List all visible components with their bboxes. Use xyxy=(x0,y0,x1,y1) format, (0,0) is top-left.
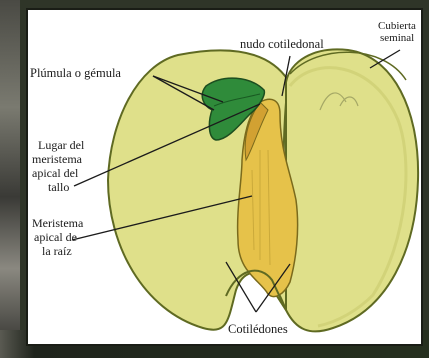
label-nudo-cotiledonal: nudo cotiledonal xyxy=(240,37,324,51)
label-meristema-1: Meristema xyxy=(32,216,84,230)
seed-diagram: Plúmula o gémula nudo cotiledonal Cubier… xyxy=(28,10,425,348)
label-meristema-3: la raíz xyxy=(42,244,72,258)
label-plumula: Plúmula o gémula xyxy=(30,66,121,80)
seed-diagram-panel: Plúmula o gémula nudo cotiledonal Cubier… xyxy=(26,8,423,346)
label-lugar-1: Lugar del xyxy=(38,138,85,152)
label-lugar-2: meristema xyxy=(32,152,83,166)
label-cubierta-1: Cubierta xyxy=(378,20,416,32)
label-lugar-4: tallo xyxy=(48,180,69,194)
label-lugar-3: apical del xyxy=(32,166,79,180)
background-photo-strip xyxy=(0,0,20,358)
label-meristema-2: apical de xyxy=(34,230,77,244)
label-cubierta-2: seminal xyxy=(380,32,414,44)
label-cotiledones: Cotilédones xyxy=(228,322,288,336)
